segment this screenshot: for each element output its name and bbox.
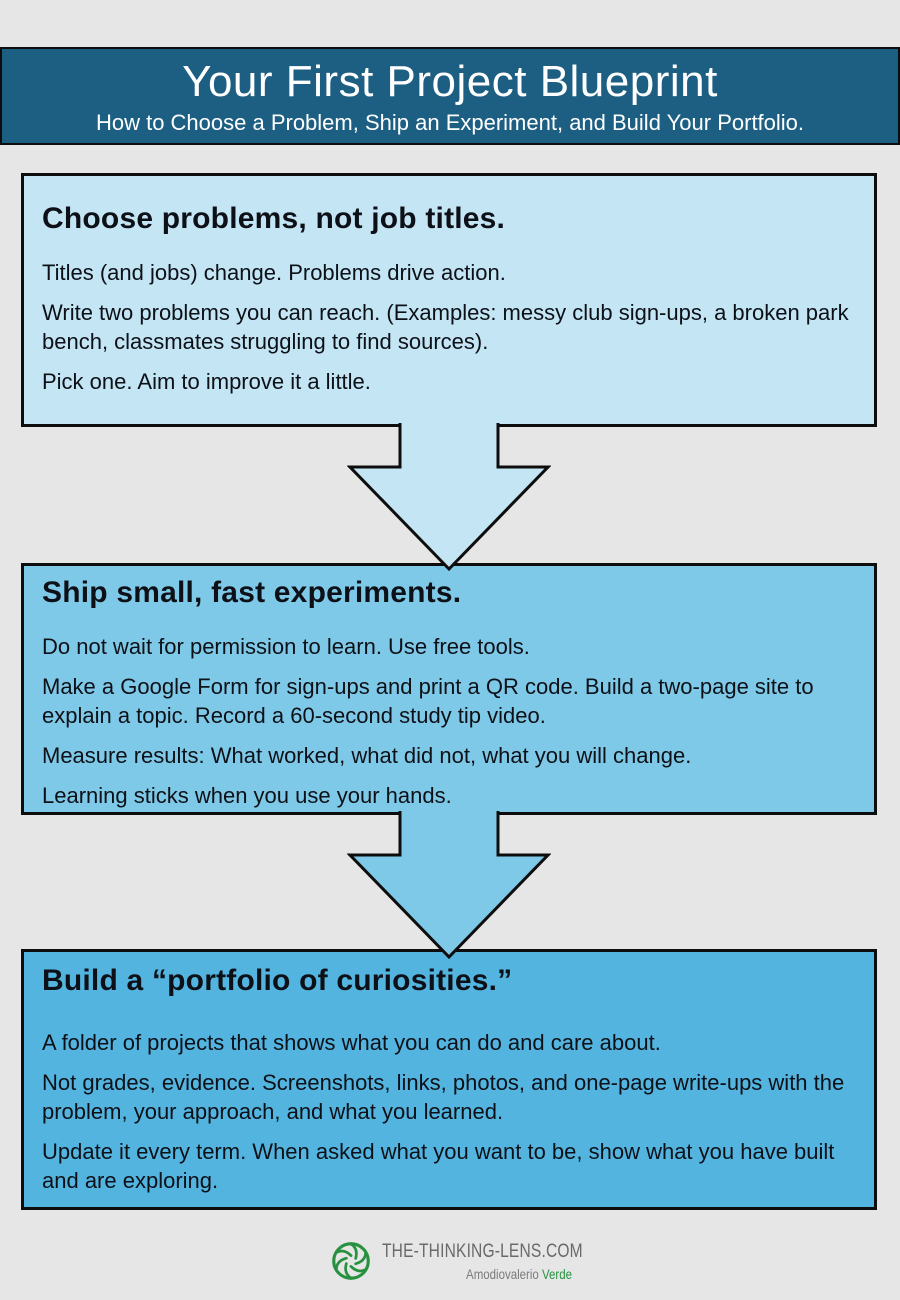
brand-credit: Amodiovalerio Verde [416,1266,572,1282]
step-paragraph: Titles (and jobs) change. Problems drive… [42,260,506,285]
step-heading: Ship small, fast experiments. [42,576,462,609]
step-paragraph: Write two problems you can reach. (Examp… [42,300,849,354]
step-box-choose-problems: Choose problems, not job titles. Titles … [21,173,877,427]
down-arrow-icon [347,811,551,960]
credit-first-name: Amodiovalerio [466,1265,539,1282]
step-paragraph: A folder of projects that shows what you… [42,1030,661,1055]
page-title: Your First Project Blueprint [182,57,718,106]
step-heading: Build a “portfolio of curiosities.” [42,964,513,997]
step-box-ship-experiments: Ship small, fast experiments. Do not wai… [21,563,877,815]
step-box-build-portfolio: Build a “portfolio of curiosities.” A fo… [21,949,877,1210]
step-paragraph: Measure results: What worked, what did n… [42,743,692,768]
step-paragraph: Make a Google Form for sign-ups and prin… [42,674,814,728]
step-paragraph: Not grades, evidence. Screenshots, links… [42,1070,845,1124]
step-paragraph: Pick one. Aim to improve it a little. [42,369,371,394]
down-arrow-shape [347,423,551,572]
header-banner: Your First Project Blueprint How to Choo… [0,47,900,145]
aperture-lens-icon [332,1242,370,1280]
step-paragraph: Do not wait for permission to learn. Use… [42,634,530,659]
step-paragraph: Learning sticks when you use your hands. [42,783,452,808]
footer-brand: THE-THINKING-LENS.COM Amodiovalerio Verd… [0,1238,900,1284]
brand-domain-text: THE-THINKING-LENS.COM [382,1240,583,1262]
step-paragraph: Update it every term. When asked what yo… [42,1139,835,1193]
page-subtitle: How to Choose a Problem, Ship an Experim… [95,110,805,135]
credit-last-name: Verde [541,1265,572,1282]
step-heading: Choose problems, not job titles. [42,202,506,235]
down-arrow-shape [347,811,551,960]
down-arrow-icon [347,423,551,572]
